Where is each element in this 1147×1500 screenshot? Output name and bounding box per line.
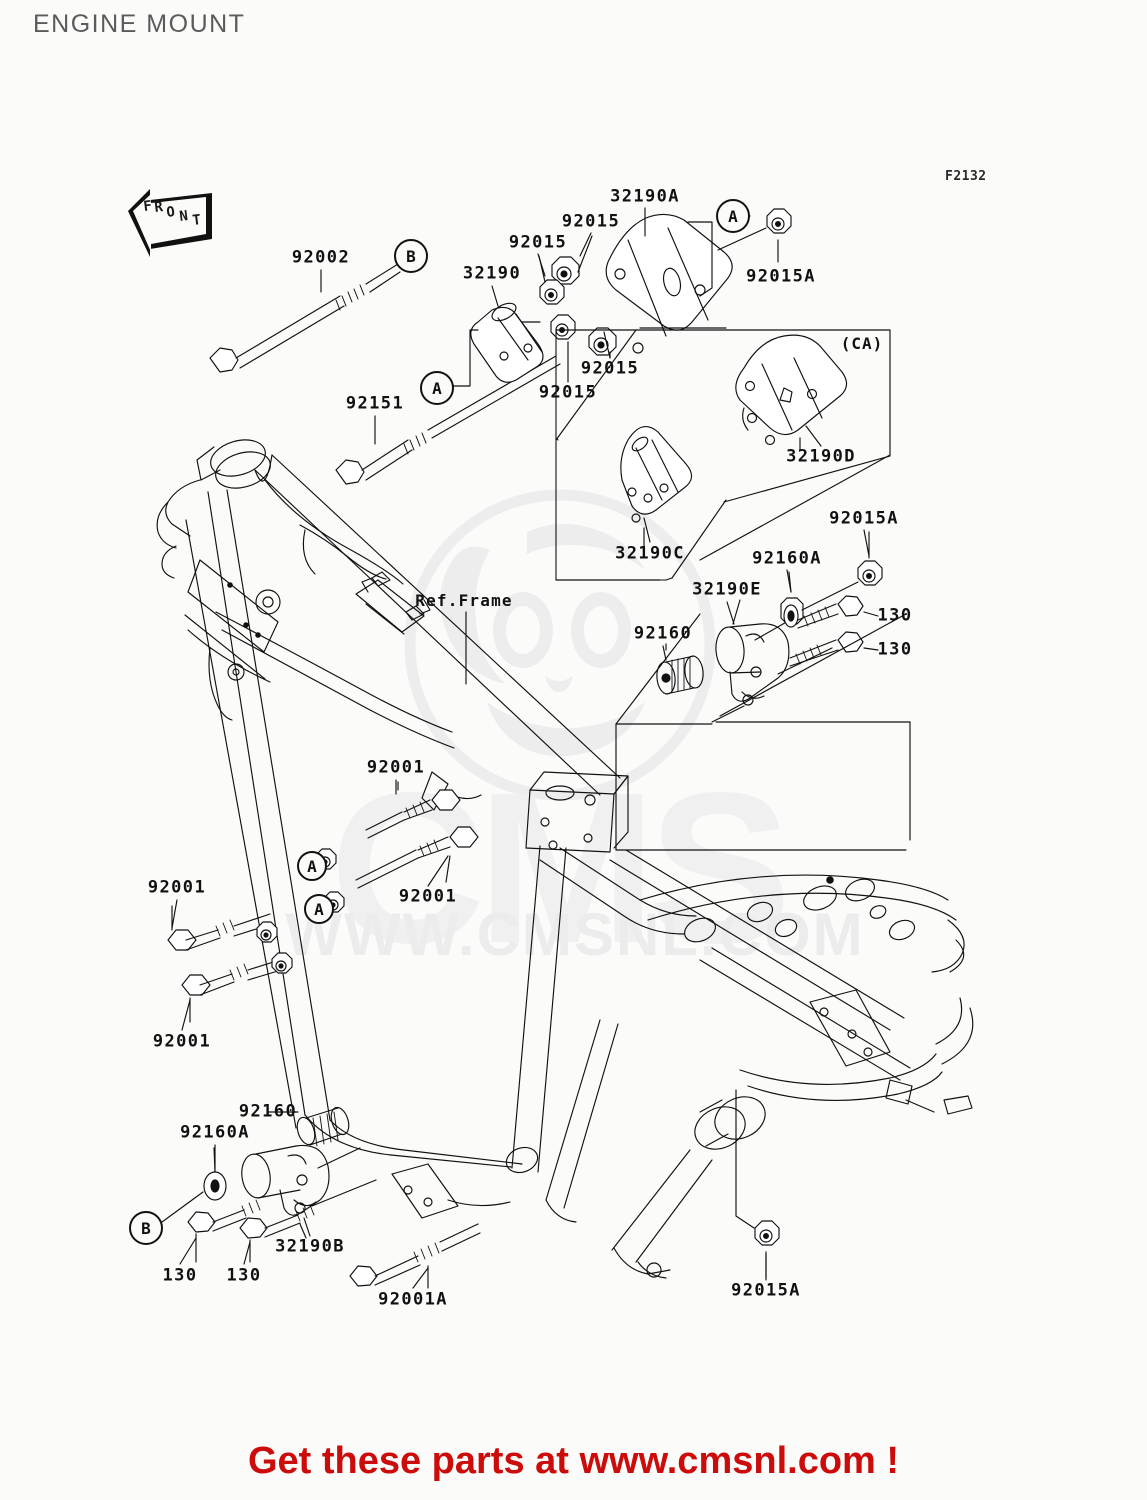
- part-label-92015a-bottom: 92015A: [731, 1280, 801, 1301]
- part-label-92001a: 92001A: [378, 1289, 448, 1310]
- part-label-130-upper: 130: [877, 605, 913, 626]
- part-label-92160a-bottom: 92160A: [180, 1122, 250, 1143]
- callout-a-mid-lower: A: [304, 894, 334, 924]
- part-label-32190a: 32190A: [610, 186, 680, 207]
- svg-text:O: O: [166, 204, 176, 221]
- svg-text:R: R: [154, 199, 165, 216]
- part-label-92001-left: 92001: [147, 877, 207, 898]
- page-title: ENGINE MOUNT: [33, 10, 246, 38]
- callout-b-bottom-left: B: [129, 1211, 163, 1245]
- front-arrow-icon: F R O N T: [128, 189, 212, 257]
- part-label-92015-upper: 92015: [508, 232, 568, 253]
- part-label-92015a-top: 92015A: [746, 266, 816, 287]
- part-label-32190d: 32190D: [786, 446, 856, 467]
- callout-a-upper-left: A: [420, 371, 454, 405]
- footer-cta: Get these parts at www.cmsnl.com !: [247, 1440, 900, 1482]
- callout-a-top-right: A: [716, 199, 750, 233]
- callout-a-mid-upper: A: [297, 851, 327, 881]
- group-label-ca: (CA): [840, 334, 884, 353]
- part-label-92160a-mid: 92160A: [752, 548, 822, 569]
- part-label-92160-mid: 92160: [633, 623, 693, 644]
- part-label-92001-leftlow: 92001: [152, 1031, 212, 1052]
- part-label-92015a-mid: 92015A: [829, 508, 899, 529]
- part-label-130-lower: 130: [877, 639, 913, 660]
- part-label-92001-midright: 92001: [398, 886, 458, 907]
- part-label-92015-midright: 92015: [580, 358, 640, 379]
- ref-frame-label: Ref.Frame: [415, 591, 513, 610]
- part-label-32190b: 32190B: [275, 1236, 345, 1257]
- part-label-32190: 32190: [462, 263, 522, 284]
- part-label-92015-mid: 92015: [538, 382, 598, 403]
- part-label-130-bottom-right: 130: [226, 1265, 262, 1286]
- part-label-92151: 92151: [345, 393, 405, 414]
- part-label-92160-bottom: 92160: [238, 1101, 298, 1122]
- part-label-32190c: 32190C: [615, 543, 685, 564]
- part-label-92015-top: 92015: [561, 211, 621, 232]
- part-label-92001-upper: 92001: [366, 757, 426, 778]
- svg-text:F: F: [143, 198, 153, 215]
- svg-text:N: N: [179, 208, 189, 225]
- part-label-130-bottom-left: 130: [162, 1265, 198, 1286]
- callout-b-upper-left: B: [394, 239, 428, 273]
- svg-text:T: T: [192, 212, 202, 229]
- part-label-92002: 92002: [291, 247, 351, 268]
- part-label-32190e: 32190E: [692, 579, 762, 600]
- sheet-code: F2132: [945, 169, 987, 184]
